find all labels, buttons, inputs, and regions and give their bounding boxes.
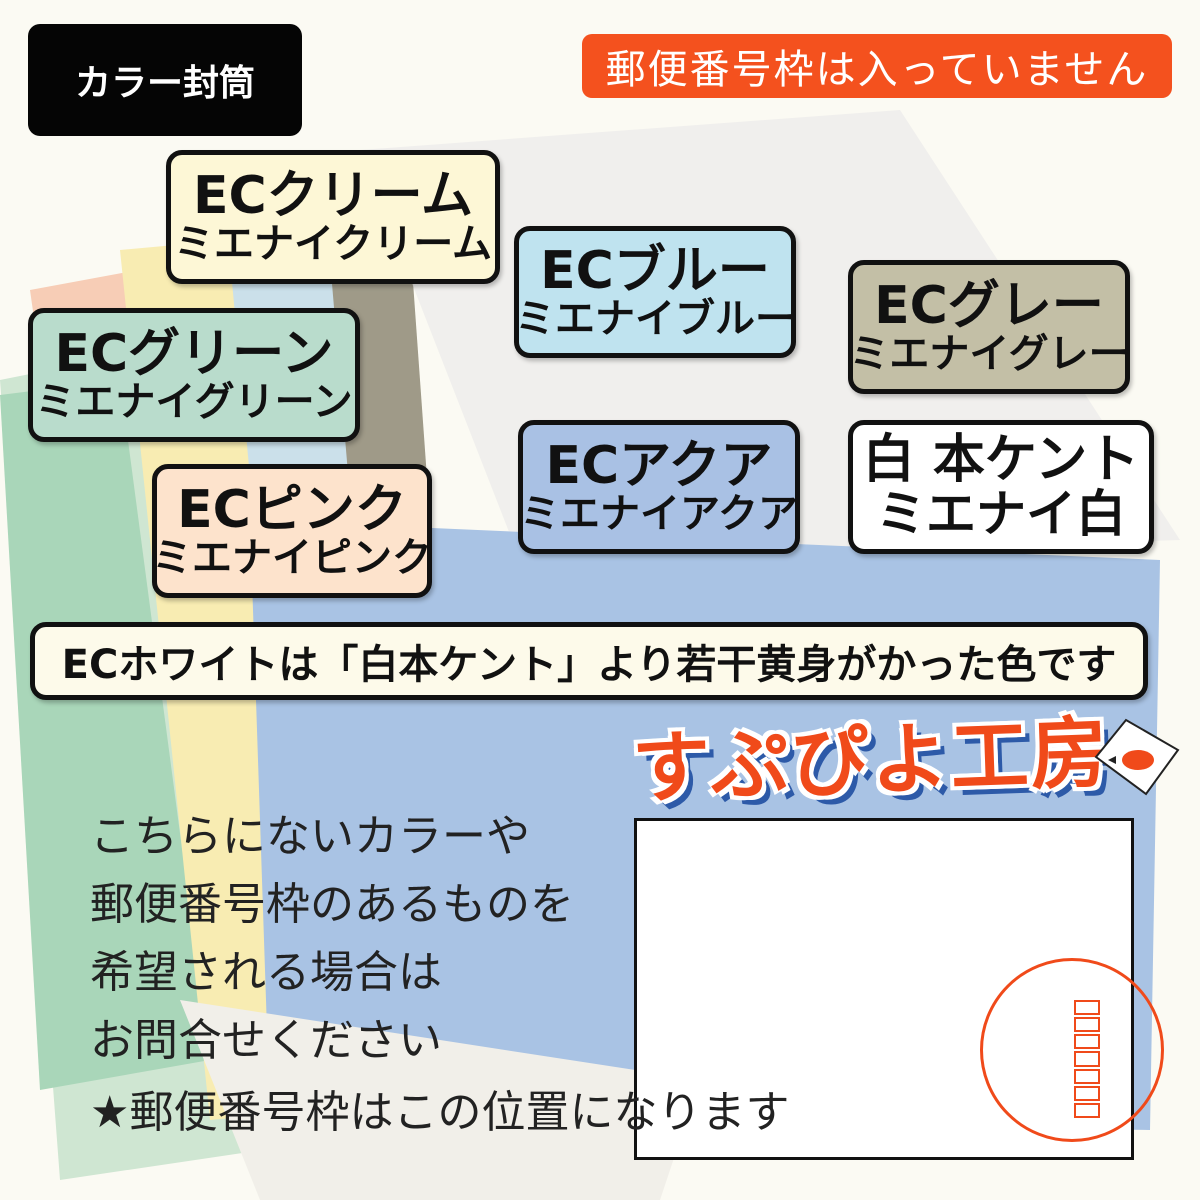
label-subtitle: ミエナイアクア [520, 491, 798, 538]
label-title: ECクリーム [192, 165, 474, 226]
postal-frame-position-note: ★郵便番号枠はこの位置になります [90, 1087, 790, 1138]
ec-white-note: ECホワイトは「白本ケント」より若干黄身がかった色です [30, 622, 1148, 700]
label-ec-cream: ECクリーム ミエナイクリーム [166, 150, 500, 284]
label-subtitle: ミエナイグリーン [35, 379, 353, 426]
category-label: カラー封筒 [74, 63, 255, 104]
label-title: ECブルー [540, 240, 770, 301]
label-ec-green: ECグリーン ミエナイグリーン [28, 308, 360, 442]
label-subtitle: ミエナイグレー [849, 331, 1129, 378]
inquiry-line-1: こちらにないカラーや [90, 811, 530, 862]
postal-box [1074, 1017, 1100, 1033]
postal-frame-notice: 郵便番号枠は入っていません [582, 34, 1172, 98]
inquiry-line-2: 郵便番号枠のあるものを [90, 879, 574, 930]
label-subtitle: ミエナイブルー [515, 296, 795, 343]
postal-box [1074, 1000, 1100, 1016]
inquiry-line-3: 希望される場合は [90, 947, 442, 998]
label-title: ECアクア [545, 435, 773, 496]
label-title: ECピンク [177, 479, 407, 540]
label-title: ECグリーン [54, 323, 334, 384]
postal-code-boxes [1074, 1000, 1100, 1118]
category-badge: カラー封筒 [28, 24, 302, 136]
notice-text: 郵便番号枠は入っていません [605, 47, 1149, 93]
label-ec-pink: ECピンク ミエナイピンク [152, 464, 432, 598]
postal-box [1074, 1068, 1100, 1084]
label-ec-blue: ECブルー ミエナイブルー [514, 226, 796, 358]
postal-frame-highlight [980, 958, 1164, 1142]
label-title: ECグレー [874, 275, 1104, 336]
shop-logo: すぷぴよ工房 [630, 692, 1112, 818]
chick-card-icon [1094, 718, 1180, 796]
label-subtitle: ミエナイ白 [876, 485, 1126, 544]
label-white-kent: 白 本ケント ミエナイ白 [848, 420, 1154, 554]
label-ec-aqua: ECアクア ミエナイアクア [518, 420, 800, 554]
inquiry-line-4: お問合せください [90, 1015, 442, 1066]
shop-name: すぷぴよ工房 [630, 708, 1113, 815]
label-subtitle: ミエナイクリーム [174, 221, 492, 268]
label-subtitle: ミエナイピンク [152, 535, 432, 582]
note-text: ECホワイトは「白本ケント」より若干黄身がかった色です [61, 642, 1117, 688]
postal-box [1074, 1034, 1100, 1050]
postal-box [1074, 1102, 1100, 1118]
label-ec-gray: ECグレー ミエナイグレー [848, 260, 1130, 394]
postal-box [1074, 1051, 1100, 1067]
label-title: 白 本ケント [862, 430, 1140, 491]
postal-box [1074, 1085, 1100, 1101]
